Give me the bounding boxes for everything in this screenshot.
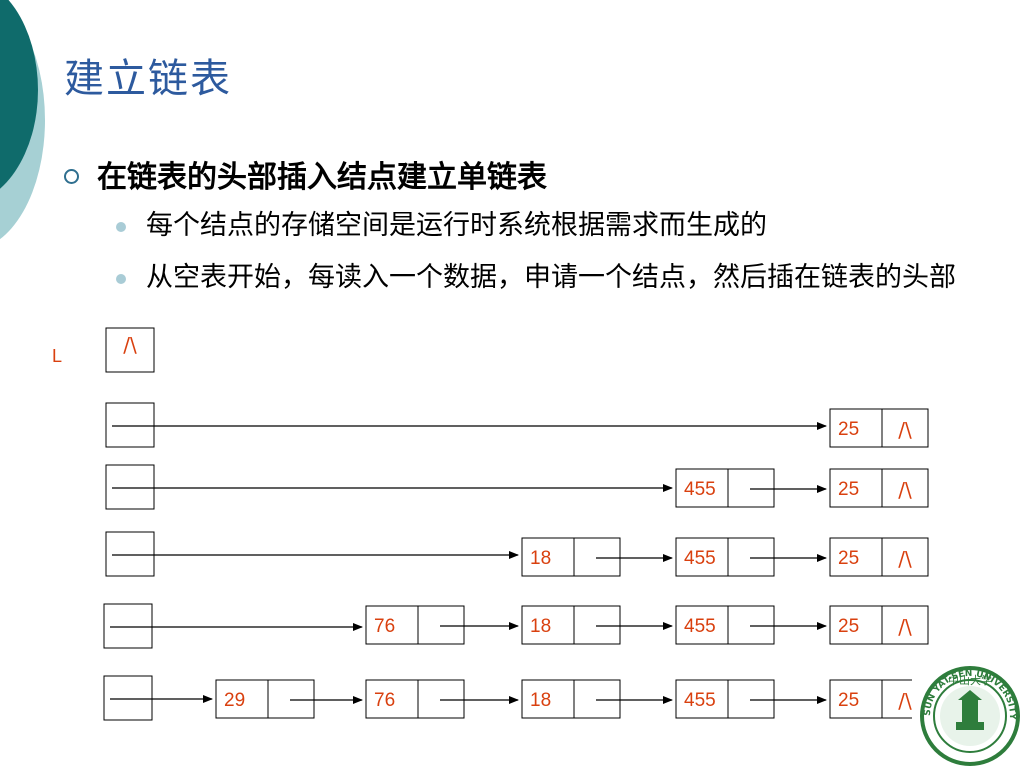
- logo-name-text: 中山大学: [948, 673, 992, 687]
- bullet-sub-1: 每个结点的存储空间是运行时系统根据需求而生成的: [116, 208, 956, 244]
- deco-dark-shape: [0, 0, 38, 189]
- head-node-box: [103, 603, 153, 649]
- list-node-box: [365, 679, 465, 719]
- list-node-box: [675, 468, 775, 508]
- list-node-box: [215, 679, 315, 719]
- node-value: 76: [374, 616, 395, 637]
- list-node-box: [829, 468, 929, 508]
- university-logo: SUN YAT-SEN UNIVERSITY 中山大学: [912, 660, 1024, 768]
- list-node-box: [521, 537, 621, 577]
- dot-bullet-icon: [116, 222, 126, 232]
- node-value: 25: [838, 419, 859, 440]
- head-node-box: [103, 675, 153, 721]
- list-node-box: [829, 605, 929, 645]
- list-node-box: [521, 679, 621, 719]
- list-node-box: [675, 537, 775, 577]
- head-node-box: [105, 531, 155, 577]
- null-pointer-symbol: /\: [898, 615, 912, 639]
- list-node-box: [829, 408, 929, 448]
- head-label: L: [52, 346, 62, 366]
- bullet-main-text: 在链表的头部插入结点建立单链表: [97, 160, 547, 195]
- head-node-box: [105, 464, 155, 510]
- node-value: 455: [684, 548, 716, 569]
- null-pointer-symbol: /\: [898, 418, 912, 442]
- head-node-box: [105, 402, 155, 448]
- list-node-box: [829, 537, 929, 577]
- list-node-box: [521, 605, 621, 645]
- page-title: 建立链表: [64, 56, 232, 102]
- node-value: 25: [838, 548, 859, 569]
- head-node-box: [105, 327, 155, 373]
- list-node-box: [365, 605, 465, 645]
- node-value: 29: [224, 690, 245, 711]
- node-value: 18: [530, 616, 551, 637]
- bullet-sub-2: 从空表开始，每读入一个数据，申请一个结点，然后插在链表的头部: [116, 260, 956, 296]
- node-value: 25: [838, 616, 859, 637]
- node-value: 76: [374, 690, 395, 711]
- null-pointer-symbol: /\: [898, 547, 912, 571]
- dot-bullet-icon: [116, 274, 126, 284]
- null-pointer-symbol: /\: [898, 478, 912, 502]
- null-pointer-symbol: /\: [898, 689, 912, 713]
- list-node-box: [829, 679, 929, 719]
- node-value: 18: [530, 690, 551, 711]
- hollow-bullet-icon: [64, 168, 79, 184]
- node-value: 455: [684, 690, 716, 711]
- node-value: 455: [684, 616, 716, 637]
- corner-decoration: [0, 0, 45, 240]
- node-value: 25: [838, 479, 859, 500]
- list-node-box: [675, 605, 775, 645]
- bullet-sub-1-text: 每个结点的存储空间是运行时系统根据需求而生成的: [146, 210, 767, 241]
- bullet-sub-2-text: 从空表开始，每读入一个数据，申请一个结点，然后插在链表的头部: [146, 262, 956, 293]
- node-value: 455: [684, 479, 716, 500]
- node-value: 25: [838, 690, 859, 711]
- node-value: 18: [530, 548, 551, 569]
- bullet-main: 在链表的头部插入结点建立单链表: [64, 152, 547, 196]
- null-pointer-symbol: /\: [123, 333, 137, 357]
- list-node-box: [675, 679, 775, 719]
